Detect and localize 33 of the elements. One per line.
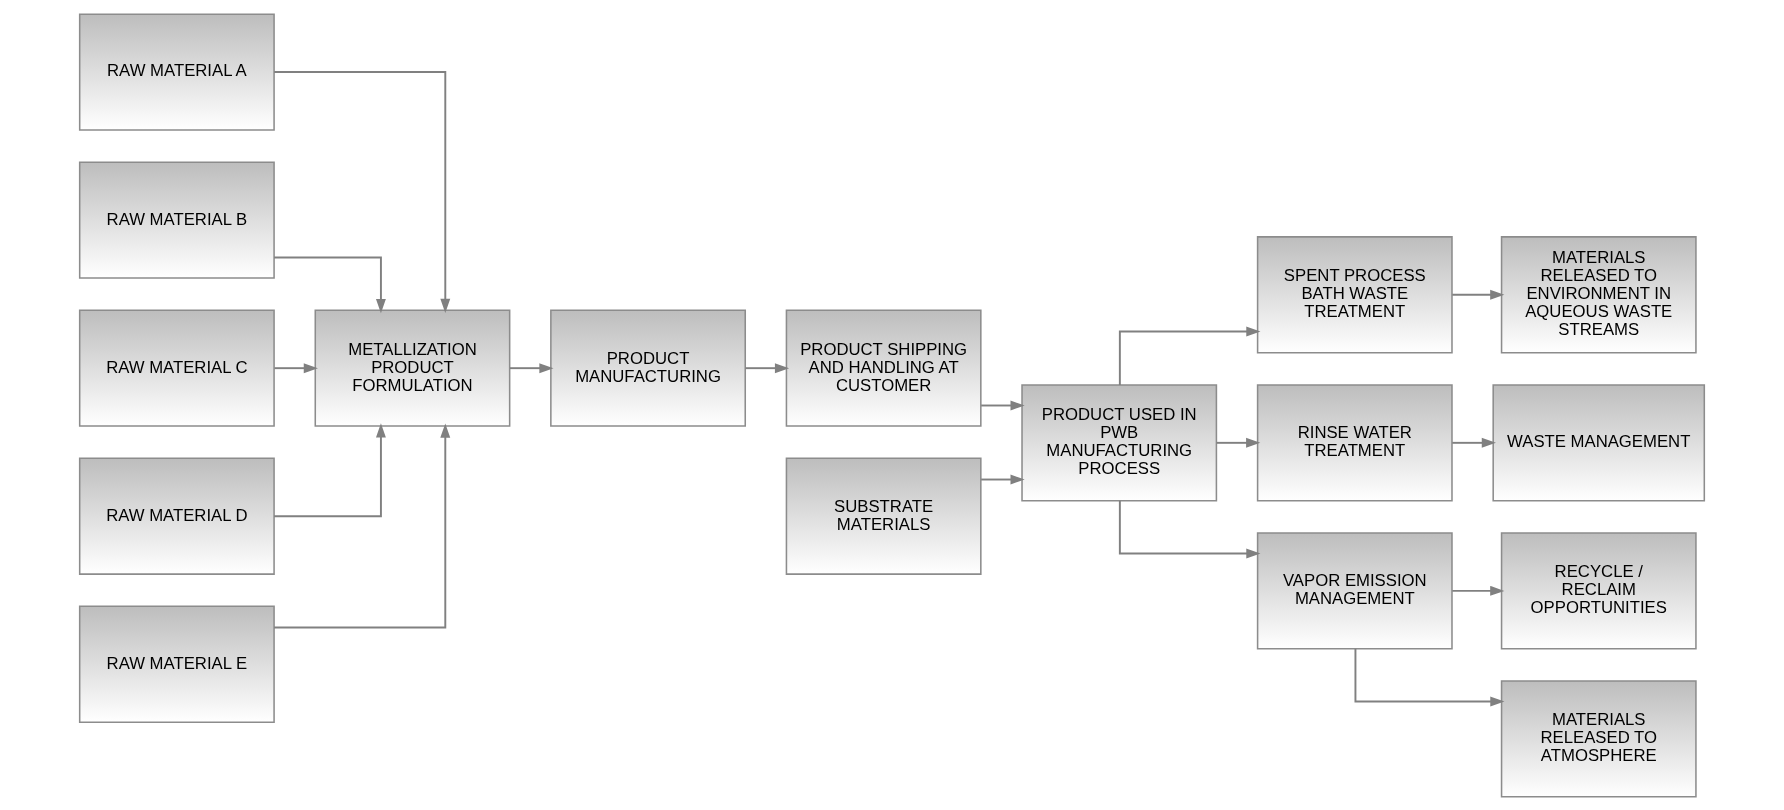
node-box: SUBSTRATE MATERIALS [785, 457, 982, 575]
node-box: SPENT PROCESS BATH WASTE TREATMENT [1256, 235, 1453, 353]
node-box: RAW MATERIAL A [78, 12, 275, 131]
node-box: RAW MATERIAL C [78, 308, 275, 427]
node-box: PRODUCT MANUFACTURING [550, 308, 746, 427]
node-box: MATERIALS RELEASED TO ENVIRONMENT IN AQUEOUS WASTE STREAMS [1500, 235, 1697, 353]
arrow [273, 362, 318, 373]
node-box: METALLIZATION PRODUCT FORMULATION [314, 308, 511, 427]
arrow [509, 362, 554, 373]
arrow [273, 70, 451, 313]
node-box: PRODUCT USED IN PWB MANUFACTURING PROCESS [1021, 383, 1218, 502]
arrow [1118, 499, 1261, 558]
arrow [744, 362, 790, 373]
arrow [1354, 647, 1505, 707]
arrow [273, 422, 451, 629]
arrow [273, 256, 386, 313]
node-box: RECYCLE / RECLAIM OPPORTUNITIES [1500, 531, 1697, 650]
node-box: WASTE MANAGEMENT [1492, 383, 1706, 502]
node-box: RAW MATERIAL D [78, 457, 275, 575]
node-box: MATERIALS RELEASED TO ATMOSPHERE [1500, 679, 1697, 798]
node-box: PRODUCT SHIPPING AND HANDLING AT CUSTOMER [785, 308, 982, 427]
node-box: RINSE WATER TREATMENT [1256, 383, 1453, 502]
arrow [1451, 585, 1505, 596]
arrow [1451, 289, 1505, 300]
arrow [1451, 437, 1496, 448]
arrow [1118, 326, 1261, 386]
arrow [273, 422, 386, 517]
node-box: VAPOR EMISSION MANAGEMENT [1256, 531, 1453, 650]
node-box: RAW MATERIAL B [78, 160, 275, 279]
arrow [1215, 437, 1261, 448]
node-box: RAW MATERIAL E [78, 605, 275, 723]
arrow [980, 474, 1025, 484]
arrow [980, 400, 1025, 410]
